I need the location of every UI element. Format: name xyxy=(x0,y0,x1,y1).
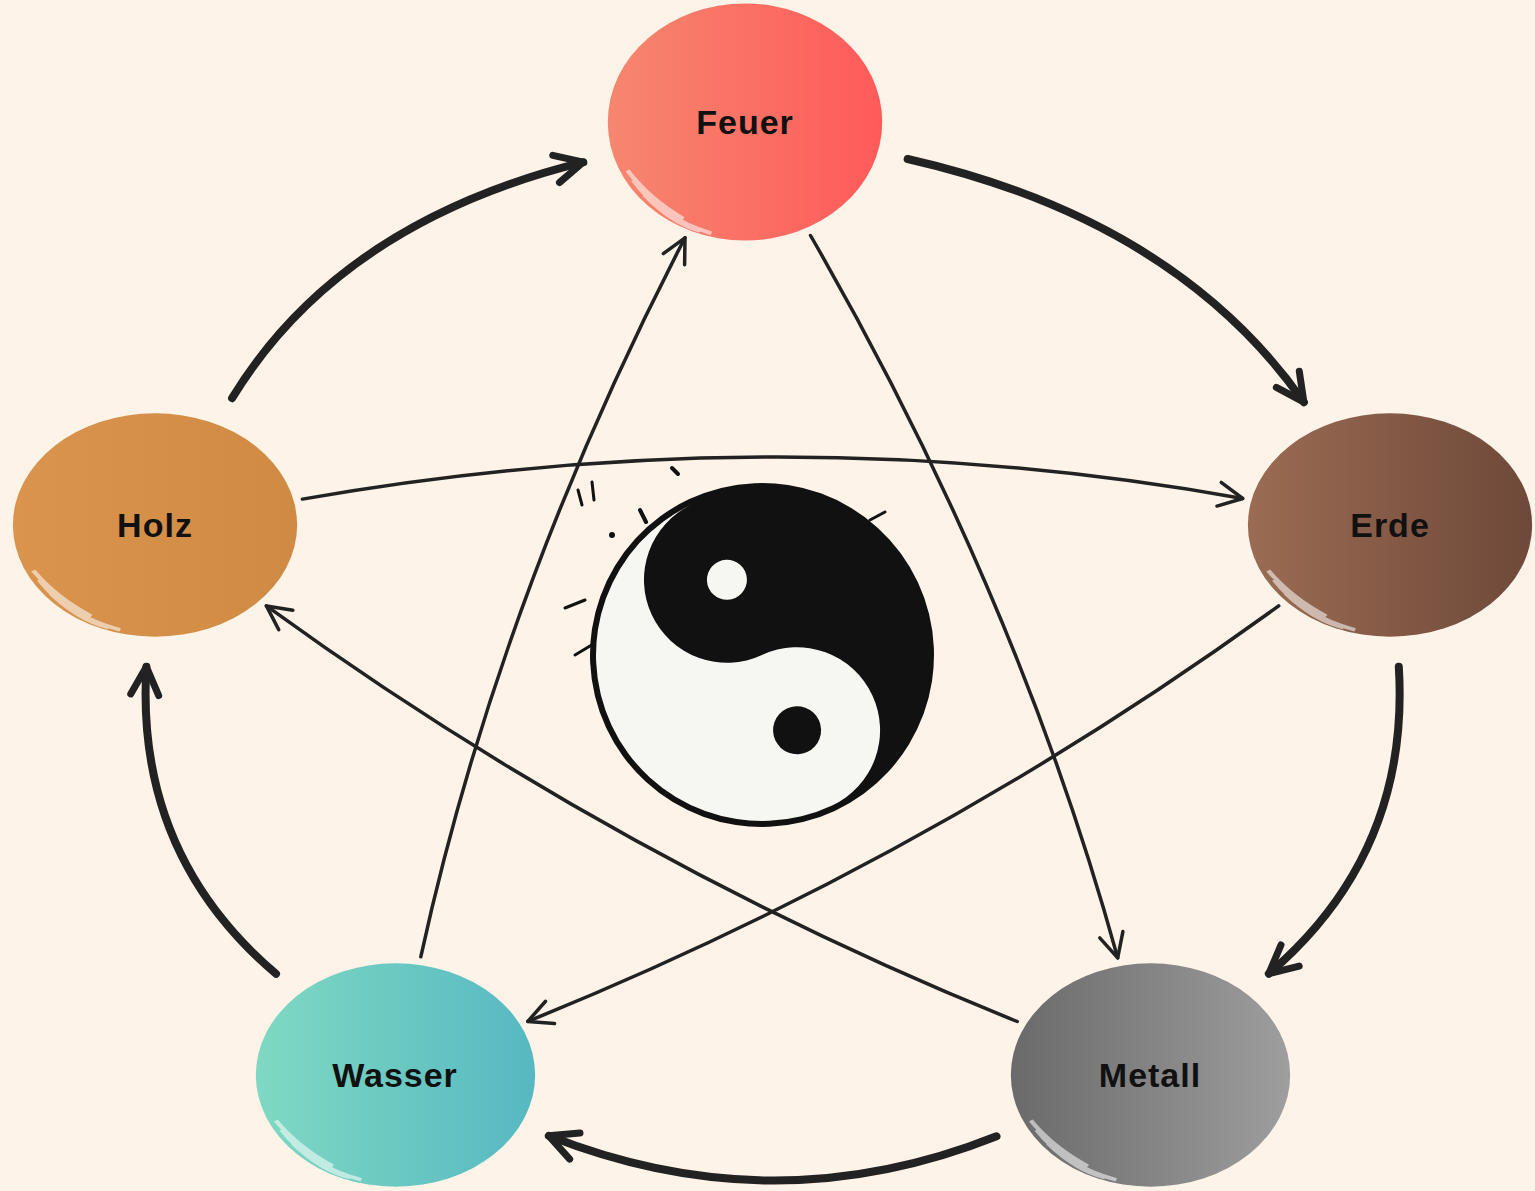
element-label: Wasser xyxy=(332,1056,458,1095)
circle-fill xyxy=(13,413,297,636)
generating-arrow xyxy=(232,162,583,398)
element-circle: Holz xyxy=(10,411,300,639)
brush-streak xyxy=(1030,1121,1116,1180)
controlling-arrow xyxy=(266,606,1017,1022)
generating-arrow xyxy=(549,1136,997,1181)
controlling-arrow xyxy=(528,606,1279,1022)
element-label: Erde xyxy=(1350,506,1430,545)
element-circle: Feuer xyxy=(605,1,885,243)
element-circle: Wasser xyxy=(253,961,538,1189)
controlling-arrow xyxy=(302,457,1242,499)
element-label: Metall xyxy=(1099,1056,1201,1095)
element-label: Feuer xyxy=(696,103,794,142)
brush-streak xyxy=(275,1121,361,1180)
generating-arrow xyxy=(908,159,1304,402)
element-circle: Metall xyxy=(1008,961,1293,1189)
element-label: Holz xyxy=(117,506,193,545)
circle-fill xyxy=(255,963,534,1186)
brush-streak xyxy=(33,571,120,630)
yin-yang-symbol xyxy=(533,426,990,883)
brush-streak xyxy=(627,170,711,233)
controlling-arrow xyxy=(421,238,685,957)
controlling-arrow xyxy=(811,236,1118,958)
circle-fill xyxy=(1010,963,1289,1186)
brush-streak xyxy=(1268,571,1355,630)
generating-arrow xyxy=(146,667,276,974)
generating-arrow xyxy=(1269,667,1400,974)
circle-fill xyxy=(1248,413,1532,636)
circle-fill xyxy=(608,3,882,240)
element-circle: Erde xyxy=(1245,411,1535,639)
